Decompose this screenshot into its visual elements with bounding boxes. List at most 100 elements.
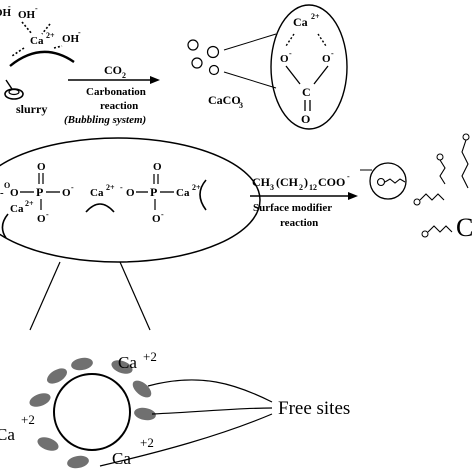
o-label: O	[10, 187, 19, 199]
ellipse-ca-charge: 2+	[311, 12, 320, 21]
ca-top-label: Ca	[118, 353, 137, 372]
minus-sign: O	[4, 181, 10, 190]
o-bottom-2: O	[152, 213, 161, 225]
head-group-icon	[436, 153, 444, 161]
middle-section: O - O P O - O O - Ca 2+ Ca 2+ - O P O O …	[0, 133, 473, 331]
modifier-mid2: )	[304, 175, 308, 189]
ca-right-label: Ca	[176, 187, 190, 199]
tail-chain-icon	[384, 178, 406, 184]
oh-center-charge: -	[35, 4, 38, 13]
zoom-line	[119, 261, 151, 331]
modifier-charge: -	[347, 172, 350, 181]
ca-left-label: Ca	[0, 425, 15, 444]
free-site-marker	[29, 393, 51, 407]
free-site-marker	[67, 455, 89, 469]
particle-circle-icon	[187, 39, 199, 51]
o-charge-2: -	[71, 183, 74, 192]
co2-label: CO	[104, 63, 122, 77]
ca-center-label: Ca	[30, 35, 44, 47]
chain-icon	[439, 159, 446, 185]
arrow-line-1: Carbonation	[86, 86, 146, 98]
modifier-arrow-line1: Surface modifier	[253, 202, 332, 214]
particle-surface-arc	[9, 50, 75, 67]
zoom-line	[223, 33, 277, 51]
zoom-line	[29, 261, 61, 331]
ellipse-o-left: O	[280, 53, 289, 65]
free-site-marker	[132, 380, 152, 398]
pointer-curve	[147, 379, 273, 403]
surface-arc	[199, 179, 207, 211]
head-group-icon	[376, 177, 386, 187]
ellipse-o-right: O	[322, 53, 331, 65]
arrow-line-2: reaction	[100, 100, 138, 112]
head-group-icon	[421, 230, 429, 238]
free-site-marker	[134, 407, 156, 421]
oh-right-charge: -	[78, 28, 81, 37]
modifier-sub2: 2	[299, 183, 303, 192]
chain-icon	[461, 139, 469, 189]
ca-right-charge: 2+	[192, 183, 201, 192]
arrow-line-3: (Bubbling system)	[64, 114, 146, 126]
dotted-bond	[21, 21, 33, 35]
ellipse-o-right-charge: -	[331, 49, 334, 58]
ellipse-c-label: C	[302, 85, 311, 99]
o-bottom-charge-2: -	[161, 210, 164, 219]
o-label-3: O	[126, 187, 135, 199]
dotted-bond	[53, 45, 63, 49]
modifier-sub3: 12	[309, 183, 317, 192]
p2-label: P	[150, 185, 157, 199]
top-section: OH - OH - Ca 2+ OH - slurry CO 2 Carbona…	[0, 2, 348, 130]
oh-left-label: OH	[0, 7, 12, 19]
ca-left-charge: +2	[21, 412, 35, 427]
pointer-line	[5, 79, 13, 90]
zoom-line	[223, 71, 277, 89]
caco3-label: CaCO	[208, 93, 241, 107]
slurry-label: slurry	[16, 102, 47, 116]
bottom-section: Ca +2 Ca +2 Ca +2 Free sites	[0, 349, 350, 469]
ellipse-o-bottom: O	[301, 112, 310, 126]
particle-circle	[53, 373, 131, 451]
modifier-ch: CH	[252, 175, 271, 189]
o-bottom-1: O	[37, 213, 46, 225]
co2-subscript: 2	[122, 71, 126, 80]
modifier-mid: (CH	[276, 175, 299, 189]
head-group-icon	[462, 133, 470, 141]
surface-arc	[85, 203, 115, 213]
head-group-icon	[413, 198, 421, 206]
free-site-marker	[47, 368, 67, 384]
carbonate-ellipse	[270, 4, 348, 130]
particle-circle-icon	[206, 45, 220, 59]
p1-label: P	[36, 185, 43, 199]
chain-icon	[427, 225, 453, 233]
caco3-subscript: 3	[239, 101, 243, 110]
dotted-bond	[11, 47, 25, 57]
pointer-curve	[151, 407, 273, 415]
modifier-coo: COO	[318, 175, 345, 189]
oh-left-charge: -	[8, 2, 11, 11]
arrow-head-icon	[150, 76, 160, 84]
surface-arc	[1, 213, 9, 239]
slurry-particle-inner-icon	[8, 88, 20, 96]
c-label: C	[456, 213, 473, 242]
bond-line	[313, 65, 329, 85]
free-sites-label: Free sites	[278, 398, 350, 419]
ca-top-charge: +2	[143, 349, 157, 364]
o-label-2: O	[62, 187, 71, 199]
free-site-marker	[111, 360, 133, 374]
arrow-head-icon	[348, 192, 358, 200]
free-site-marker	[71, 357, 93, 371]
free-site-marker	[37, 437, 59, 451]
pointer-curve	[99, 413, 273, 467]
particle-circle-icon	[208, 64, 220, 76]
modified-particle-icon	[369, 162, 407, 200]
minus-charge: -	[0, 187, 4, 199]
o-charge-3: -	[120, 183, 123, 192]
dotted-bond	[285, 33, 295, 47]
oh-right-label: OH	[62, 33, 80, 45]
chain-icon	[419, 193, 445, 201]
bond-line	[285, 65, 301, 85]
ca-left-charge: 2+	[25, 199, 34, 208]
o-top-1: O	[37, 161, 46, 173]
particle-circle-icon	[191, 57, 203, 69]
